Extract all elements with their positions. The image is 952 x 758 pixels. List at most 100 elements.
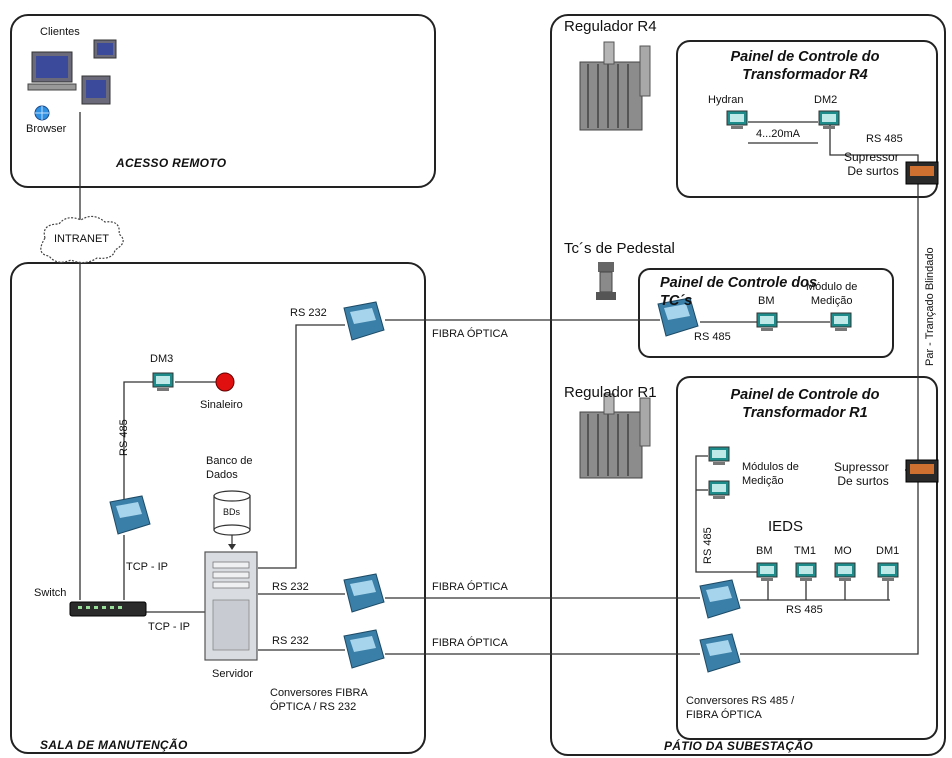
client-computer-icon	[93, 39, 117, 59]
label-modulos-medicao-l2: Medição	[742, 475, 784, 487]
converter-r1-mid-icon	[699, 579, 741, 619]
pedestal-ct-icon	[596, 262, 616, 300]
label-tm1: TM1	[794, 545, 816, 557]
section-label-patio: PÁTIO DA SUBESTAÇÃO	[664, 739, 814, 753]
label-modulo-medicao: Módulo de Medição	[806, 280, 857, 308]
panel-r1-title-line2: Transformador R1	[742, 405, 868, 421]
device-bm-r1-icon	[756, 562, 778, 581]
section-label-sala-manutencao: SALA DE MANUTENÇÃO	[40, 738, 188, 752]
remote-access-box	[10, 14, 436, 188]
label-dm1: DM1	[876, 545, 900, 557]
label-modulos-medicao: Módulos de Medição	[742, 460, 799, 488]
label-mo: MO	[834, 545, 852, 557]
device-medicao-2-icon	[708, 480, 730, 499]
panel-r4-title: Painel de Controle do Transformador R4	[676, 48, 934, 84]
panel-r4-title-line1: Painel de Controle do	[730, 49, 880, 65]
label-supressor-r4: Supressor De surtos	[844, 150, 899, 178]
panel-r1-title: Painel de Controle do Transformador R1	[676, 386, 934, 422]
panel-tcs-title-line1: Painel de Controle dos	[660, 275, 818, 291]
network-switch-icon	[69, 601, 147, 617]
label-servidor: Servidor	[212, 668, 253, 680]
label-supressor-r4-l1: Supressor	[844, 150, 899, 164]
label-tcp-ip-2: TCP - IP	[148, 621, 190, 633]
label-rs485-r4: RS 485	[866, 133, 903, 145]
label-tcs-pedestal: Tc´s de Pedestal	[564, 240, 675, 257]
label-hydran: Hydran	[708, 94, 744, 106]
label-rs485-tcs: RS 485	[694, 331, 731, 343]
label-supressor-r1: Supressor De surtos	[834, 460, 889, 488]
device-dm1-icon	[877, 562, 899, 581]
panel-r4-box	[676, 40, 938, 198]
label-fibra-mid: FIBRA ÓPTICA	[432, 581, 508, 593]
label-sinaleiro: Sinaleiro	[200, 399, 243, 411]
label-current-loop: 4...20mA	[756, 128, 801, 140]
transformer-r4-icon	[579, 41, 651, 131]
client-computer-icon	[27, 51, 77, 91]
label-tcp-ip-1: TCP - IP	[126, 561, 168, 573]
panel-r4-title-line2: Transformador R4	[742, 67, 868, 83]
device-hydran-icon	[726, 110, 748, 129]
converter-tcs-icon	[657, 297, 699, 337]
label-banco-dados-l2: Dados	[206, 469, 238, 481]
label-regulador-r4: Regulador R4	[564, 18, 657, 35]
browser-icon	[34, 105, 50, 121]
label-banco-dados-l1: Banco de	[206, 455, 253, 467]
label-par-trancado: Par - Trançado Blindado	[924, 247, 936, 366]
label-dm3: DM3	[150, 353, 174, 365]
label-switch: Switch	[34, 587, 67, 599]
label-supressor-r1-l2: De surtos	[837, 474, 889, 488]
label-bds: BDs	[223, 507, 241, 517]
converter-bot-icon	[343, 629, 385, 669]
converter-mid-icon	[343, 573, 385, 613]
label-conversores-fo: Conversores FIBRA ÓPTICA / RS 232	[270, 686, 368, 714]
label-conversores-rs485-l2: FIBRA ÓPTICA	[686, 709, 762, 721]
label-regulador-r1: Regulador R1	[564, 384, 657, 401]
section-label-acesso-remoto: ACESSO REMOTO	[116, 156, 227, 170]
device-modulo-medicao-icon	[830, 312, 852, 331]
transformer-r1-icon	[579, 393, 651, 479]
label-conversores-rs485: Conversores RS 485 / FIBRA ÓPTICA	[686, 694, 794, 722]
database-icon	[213, 490, 251, 550]
client-computer-icon	[81, 75, 111, 105]
label-modulo-medicao-l2: Medição	[810, 295, 853, 307]
label-supressor-r4-l2: De surtos	[847, 164, 899, 178]
label-intranet: INTRANET	[54, 233, 109, 245]
intranet-cloud	[40, 215, 124, 264]
label-bm-tcs: BM	[758, 295, 775, 307]
label-fibra-top: FIBRA ÓPTICA	[432, 328, 508, 340]
device-tm1-icon	[795, 562, 817, 581]
converter-top-icon	[343, 301, 385, 341]
label-modulo-medicao-l1: Módulo de	[806, 281, 858, 293]
label-rs485-vert: RS 485	[702, 527, 714, 564]
label-conversores-fo-l2: ÓPTICA / RS 232	[270, 701, 357, 713]
label-supressor-r1-l1: Supressor	[834, 460, 889, 474]
label-bm-r1: BM	[756, 545, 773, 557]
panel-tcs-title: Painel de Controle dos TC´s	[660, 274, 817, 310]
signal-light-icon	[215, 372, 235, 392]
panel-r1-box	[676, 376, 938, 740]
panel-r1-title-line1: Painel de Controle do	[730, 387, 880, 403]
label-rs232-mid: RS 232	[272, 581, 309, 593]
label-clientes: Clientes	[40, 26, 80, 38]
label-conversores-rs485-l1: Conversores RS 485 /	[686, 695, 795, 707]
label-rs485-dm3: RS 485	[118, 419, 130, 456]
label-rs232-top: RS 232	[290, 307, 327, 319]
device-mo-icon	[834, 562, 856, 581]
label-modulos-medicao-l1: Módulos de	[742, 461, 799, 473]
label-browser: Browser	[26, 123, 67, 135]
device-bm-tcs-icon	[756, 312, 778, 331]
label-dm2: DM2	[814, 94, 838, 106]
converter-dm3-icon	[109, 495, 151, 535]
label-conversores-fo-l1: Conversores FIBRA	[270, 687, 368, 699]
panel-tcs-title-line2: TC´s	[660, 293, 693, 309]
server-icon	[204, 551, 258, 661]
device-dm2-icon	[818, 110, 840, 129]
device-medicao-1-icon	[708, 446, 730, 465]
label-rs485-ieds: RS 485	[786, 604, 823, 616]
label-rs232-bot: RS 232	[272, 635, 309, 647]
converter-r1-bot-icon	[699, 633, 741, 673]
label-banco-dados: Banco de Dados	[206, 454, 252, 482]
label-ieds: IEDS	[768, 518, 804, 535]
label-fibra-bot: FIBRA ÓPTICA	[432, 637, 508, 649]
